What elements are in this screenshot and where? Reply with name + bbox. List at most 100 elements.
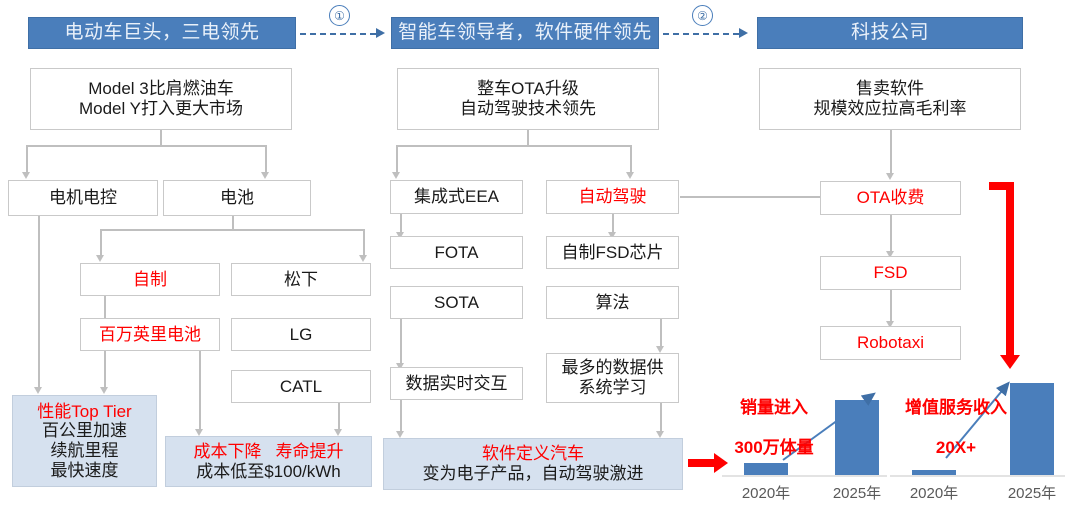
col3-node-robotaxi: Robotaxi [820, 326, 961, 360]
chart-revenue-note-line1: 增值服务收入 [905, 398, 1007, 418]
chart-volume-trend-arrow [782, 392, 876, 461]
col1-battery-right-drop [363, 229, 365, 256]
col2-outcome-line1: 软件定义汽车 [482, 444, 584, 464]
col3-ota-drop [890, 215, 892, 252]
col3-summary-line1: 售卖软件 [856, 79, 924, 99]
col2-outcome-line2: 变为电子产品，自动驾驶激进 [422, 464, 644, 483]
chart-volume-tick-2020: 2020年 [741, 485, 791, 502]
col3-fsd-drop [890, 290, 892, 322]
col1-outcome-cost: 成本下降 寿命提升 成本低至$100/kWh [165, 436, 372, 487]
col2-algorithm-drop [660, 319, 662, 347]
col1-battery-stem [232, 216, 234, 230]
col2-arrow-to-eea [392, 172, 400, 179]
col1-split-left-drop [26, 145, 28, 173]
chart-volume-bar-2020 [744, 463, 788, 475]
col2-summary-box: 整车OTA升级 自动驾驶技术领先 [397, 68, 659, 130]
col2-summary-line2: 自动驾驶技术领先 [460, 99, 596, 118]
transition-arrowhead-2 [739, 28, 748, 38]
red-bracket-vertical [1006, 182, 1014, 357]
col2-node-sota: SOTA [390, 286, 523, 319]
col2-arrow-data-to-outcome [396, 431, 404, 438]
col2-node-autopilot: 自动驾驶 [546, 180, 679, 214]
outcome-cost-line1a: 成本下降 [193, 441, 262, 461]
outcome-cost-line2: 成本低至$100/kWh [196, 461, 341, 481]
col2-node-algorithm: 算法 [546, 286, 679, 319]
red-arrow-to-charts-head [714, 453, 728, 473]
col3-arrow-to-ota [886, 173, 894, 180]
outcome-perf-line4: 最快速度 [50, 460, 119, 480]
phase-header-3: 科技公司 [757, 17, 1023, 49]
col1-arrow-millionmile-to-outcome [100, 387, 108, 394]
transition-connector-1 [300, 33, 376, 35]
col1-arrow-catl-to-cost [334, 429, 342, 436]
col1-split-bar [26, 145, 266, 147]
chart-revenue-bar-2025 [1010, 383, 1054, 475]
col2-arrow-algorithm-to-learn [656, 346, 664, 353]
col2-data-learn-line1: 最多的数据供 [561, 358, 664, 378]
col1-split-right-drop [265, 145, 267, 173]
col1-arrow-to-panasonic [359, 255, 367, 262]
col1-arrow-to-motor [22, 172, 30, 179]
chart-volume-annotation: 销量进入 300万体量 [714, 378, 834, 458]
chart-volume-baseline [722, 475, 887, 477]
col1-arrow-to-cost [195, 429, 203, 436]
phase-header-1: 电动车巨头，三电领先 [28, 17, 296, 49]
col1-node-catl: CATL [231, 370, 371, 403]
red-bracket-horizontal [989, 182, 1014, 190]
chart-volume-note-line1: 销量进入 [740, 398, 808, 418]
col2-node-eea: 集成式EEA [390, 180, 523, 214]
chart-revenue-tick-2025: 2025年 [1007, 485, 1057, 502]
col1-outcome-performance: 性能Top Tier 百公里加速 续航里程 最快速度 [12, 395, 157, 487]
outcome-perf-line2: 百公里加速 [42, 421, 127, 441]
col2-data-learn-line2: 系统学习 [578, 378, 647, 397]
col2-eea-drop [400, 214, 402, 234]
col1-arrow-to-selfmade [96, 255, 104, 262]
col1-summary-line2: Model Y打入更大市场 [78, 99, 244, 118]
col1-selfmade-drop [104, 296, 106, 318]
col2-node-fota: FOTA [390, 236, 523, 269]
col3-arrow-fsd-to-robotaxi [886, 321, 894, 328]
col1-node-lg: LG [231, 318, 371, 351]
col3-summary-box: 售卖软件 规模效应拉高毛利率 [759, 68, 1021, 130]
outcome-cost-line1: 成本下降 寿命提升 [194, 442, 344, 462]
chart-revenue-tick-2020: 2020年 [909, 485, 959, 502]
col2-autopilot-drop [612, 214, 614, 234]
col2-data-realtime-drop [400, 400, 402, 432]
phase-header-2: 智能车领导者，软件硬件领先 [391, 17, 659, 49]
col2-node-data-learning: 最多的数据供 系统学习 [546, 353, 679, 403]
col2-split-left-drop [396, 145, 398, 173]
col1-split-stem [160, 130, 162, 146]
transition-arrowhead-1 [376, 28, 385, 38]
col1-battery-bar [100, 229, 364, 231]
col2-split-stem [527, 130, 529, 146]
col1-summary-box: Model 3比肩燃油车 Model Y打入更大市场 [30, 68, 292, 130]
col2-data-learn-drop [660, 403, 662, 432]
col1-millionmile-drop [104, 351, 106, 388]
col1-summary-line1: Model 3比肩燃油车 [88, 79, 234, 99]
col2-split-bar [396, 145, 631, 147]
col3-summary-line2: 规模效应拉高毛利率 [813, 99, 967, 118]
col2-arrow-sota-to-data [396, 363, 404, 370]
chart-volume: 2020年 2025年 [722, 372, 887, 512]
col1-node-motor: 电机电控 [8, 180, 158, 216]
col3-node-ota-fee: OTA收费 [820, 181, 961, 215]
col1-node-self-made: 自制 [80, 263, 220, 296]
col1-node-panasonic: 松下 [231, 263, 371, 296]
col1-arrow-to-battery [261, 172, 269, 179]
transition-badge-1: ① [329, 5, 350, 26]
col1-battery-left-drop [100, 229, 102, 256]
col2-outcome-box: 软件定义汽车 变为电子产品，自动驾驶激进 [383, 438, 683, 490]
col2-node-data-realtime: 数据实时交互 [390, 367, 523, 400]
chart-revenue-note-line2: 20X+ [935, 438, 977, 458]
col1-arrow-motor-to-outcome [34, 387, 42, 394]
chart-revenue-baseline [890, 475, 1065, 477]
col2-to-col3-connector [680, 196, 820, 198]
col3-node-fsd: FSD [820, 256, 961, 290]
red-bracket-arrowhead [1000, 355, 1020, 369]
outcome-perf-line1: 性能Top Tier [37, 401, 132, 421]
col1-node-battery: 电池 [163, 180, 311, 216]
chart-revenue-annotation: 增值服务收入 20X+ [886, 378, 1026, 458]
col3-summary-drop [890, 130, 892, 174]
outcome-cost-line1b: 寿命提升 [275, 441, 344, 461]
